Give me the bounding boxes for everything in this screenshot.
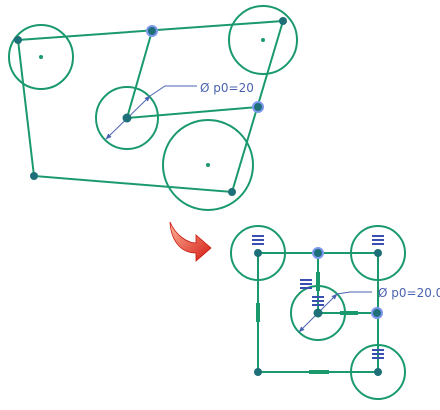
- center-point: [39, 55, 43, 59]
- dimension-leader: [336, 291, 372, 295]
- sketch-after: Ø p0=20.0: [230, 225, 440, 400]
- vertex-center[interactable]: [122, 113, 132, 123]
- perpendicular-constraint-icon: [256, 272, 358, 374]
- vertex-selected[interactable]: [252, 101, 264, 113]
- vertex-selected[interactable]: [371, 307, 383, 319]
- circle-bottom-right[interactable]: [350, 344, 406, 400]
- circle-center[interactable]: [95, 86, 159, 150]
- vertex[interactable]: [254, 249, 262, 257]
- transform-arrow-icon: [169, 221, 212, 262]
- circle-top-left[interactable]: [8, 24, 74, 90]
- vertex[interactable]: [228, 188, 236, 196]
- sketch-before: Ø p0=20: [8, 5, 298, 211]
- vertex[interactable]: [254, 368, 262, 376]
- dimension-label[interactable]: Ø p0=20: [200, 81, 254, 95]
- circle-top-left[interactable]: [230, 225, 286, 281]
- outline-polygon: [17, 19, 285, 194]
- center-point: [206, 163, 210, 167]
- circle-top-right[interactable]: [350, 225, 406, 281]
- circle-top-right[interactable]: [228, 5, 298, 75]
- circle-bottom-right[interactable]: [162, 119, 254, 211]
- dimension-label[interactable]: Ø p0=20.0: [378, 286, 440, 300]
- vertex-center[interactable]: [313, 308, 323, 318]
- dimension-leader: [149, 85, 197, 97]
- vertex[interactable]: [30, 172, 38, 180]
- vertex[interactable]: [279, 17, 287, 25]
- vertex[interactable]: [14, 36, 22, 44]
- inner-triangle: [125, 30, 259, 120]
- center-point: [261, 38, 265, 42]
- vertex-selected[interactable]: [146, 25, 158, 37]
- vertex-selected[interactable]: [312, 247, 324, 259]
- vertex[interactable]: [374, 249, 382, 257]
- vertex[interactable]: [374, 368, 382, 376]
